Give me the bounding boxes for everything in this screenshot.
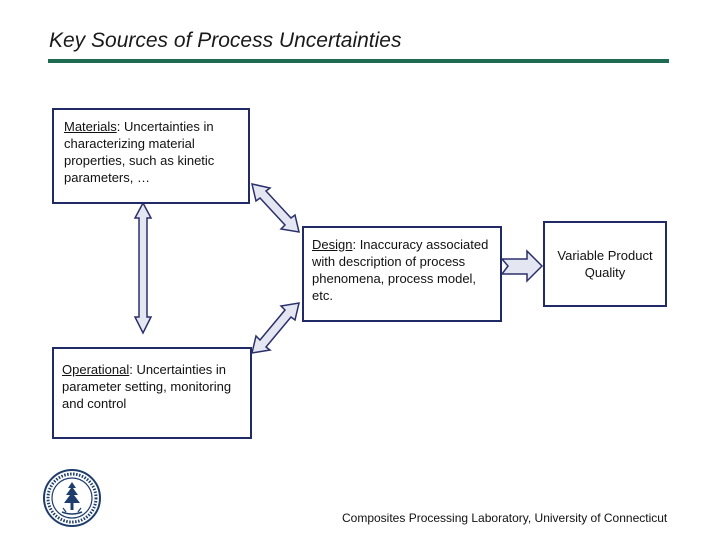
arrow-design-to-quality	[500, 249, 544, 283]
design-text: : Inaccuracy associated with description…	[312, 237, 489, 303]
footer-credit: Composites Processing Laboratory, Univer…	[342, 511, 668, 525]
design-box: Design: Inaccuracy associated with descr…	[302, 226, 502, 322]
double-arrow-design-operational	[251, 302, 300, 354]
operational-text: : Uncertainties in parameter setting, mo…	[62, 362, 232, 411]
quality-text: Variable Product Quality	[557, 248, 653, 280]
page-title: Key Sources of Process Uncertainties	[49, 29, 402, 52]
double-arrow-materials-design	[250, 183, 300, 233]
materials-box: Materials: Uncertainties in characterizi…	[52, 108, 250, 204]
title-divider	[48, 59, 669, 63]
materials-text: : Uncertainties in characterizing materi…	[64, 119, 215, 185]
university-seal-icon	[43, 469, 101, 527]
operational-label: Operational	[62, 362, 130, 377]
quality-box: Variable Product Quality	[543, 221, 667, 307]
materials-label: Materials	[64, 119, 117, 134]
operational-box: Operational: Uncertainties in parameter …	[52, 347, 252, 439]
double-arrow-vertical	[133, 201, 153, 335]
design-label: Design	[312, 237, 353, 252]
